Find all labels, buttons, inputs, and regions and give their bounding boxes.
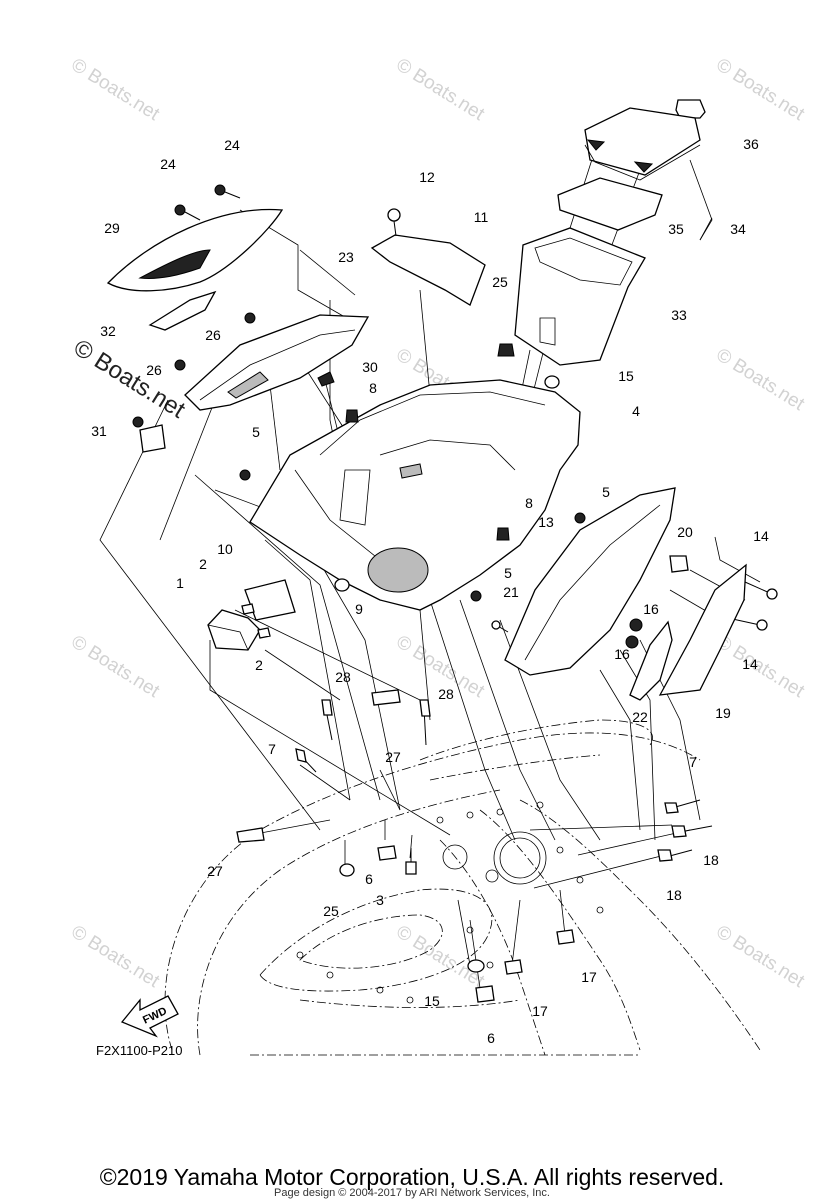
callout-label: 23 [338,249,354,265]
callout-label: 17 [581,969,597,985]
callout-label: 2 [255,657,263,673]
callout-label: 24 [160,156,176,172]
callout-label: 27 [207,863,223,879]
watermark: © Boats.net [67,921,163,992]
callout-label: 28 [438,686,454,702]
callout-label: 17 [532,1003,548,1019]
part-1-box [207,609,261,651]
callout-label: 3 [376,892,384,908]
part-13-side-panel [504,487,676,676]
callout-label: 19 [715,705,731,721]
callout-label: 24 [224,137,240,153]
callout-label: 9 [355,601,363,617]
callout-label: 5 [504,565,512,581]
callout-label: 5 [252,424,260,440]
part-4-main-body [249,379,581,611]
callout-label: 15 [424,993,440,1009]
part-23-deck [184,314,370,411]
part-19-trim [658,563,747,696]
callout-label: 20 [677,524,693,540]
watermark: © Boats.net [392,921,488,992]
callout-label: 35 [668,221,684,237]
callout-label: 5 [602,484,610,500]
callout-label: 16 [614,646,630,662]
callout-label: 4 [632,403,640,419]
callout-label: 11 [474,209,489,225]
callout-label: 28 [335,669,351,685]
fwd-arrow-icon [120,995,179,1038]
callout-label: 14 [753,528,769,544]
part-35-seal [557,177,663,231]
watermark: © Boats.net [712,344,808,415]
callout-label: 6 [365,871,373,887]
drawing-code: F2X1100-P210 [96,1043,183,1058]
part-11-cover [370,234,486,306]
callout-label: 10 [217,541,233,557]
callout-label: 18 [666,887,682,903]
watermark-primary: © Boats.net [69,334,190,424]
callout-label: 8 [525,495,533,511]
callout-label: 25 [492,274,508,290]
callout-label: 22 [632,709,648,725]
callout-label: 30 [362,359,378,375]
watermark: © Boats.net [67,631,163,702]
callout-label: 29 [104,220,120,236]
callout-label: 12 [419,169,435,185]
callout-label: 7 [268,741,276,757]
hull-outline [164,719,761,1056]
callout-label: 2 [199,556,207,572]
callout-label: 16 [643,601,659,617]
callout-label: 14 [742,656,758,672]
callout-label: 8 [369,380,377,396]
parts: FWD [106,99,778,1038]
watermark: © Boats.net [712,54,808,125]
part-36-clip [675,99,706,119]
callout-label: 26 [205,327,221,343]
watermark: © Boats.net [712,631,808,702]
callout-label: 25 [323,903,339,919]
part-29-trim [106,208,284,292]
callout-label: 34 [730,221,746,237]
callout-label: 6 [487,1030,495,1046]
callout-label: 27 [385,749,401,765]
watermark: © Boats.net [392,54,488,125]
part-10-cover [244,579,296,621]
callout-label: 7 [689,754,697,770]
callout-label: 21 [503,584,519,600]
callout-label: 36 [743,136,759,152]
part-33-box [514,227,646,366]
callout-label: 13 [538,514,554,530]
copyright-text: ©2019 Yamaha Motor Corporation, U.S.A. A… [99,1164,725,1190]
callout-label: 1 [176,575,184,591]
part-34-lid [584,107,701,176]
page-design-credit: Page design © 2004-2017 by ARI Network S… [274,1187,550,1199]
callout-label: 26 [146,362,162,378]
watermark: © Boats.net [712,921,808,992]
part-22-bracket [629,620,673,701]
callout-label: 33 [671,307,687,323]
callout-label: 31 [91,423,107,439]
part-32-bracket [148,290,217,331]
watermark: © Boats.net [67,54,163,125]
callout-layer: 1223455566778891011121314141515161617171… [91,136,769,1046]
callout-label: 15 [618,368,634,384]
callout-label: 18 [703,852,719,868]
callout-label: 32 [100,323,116,339]
